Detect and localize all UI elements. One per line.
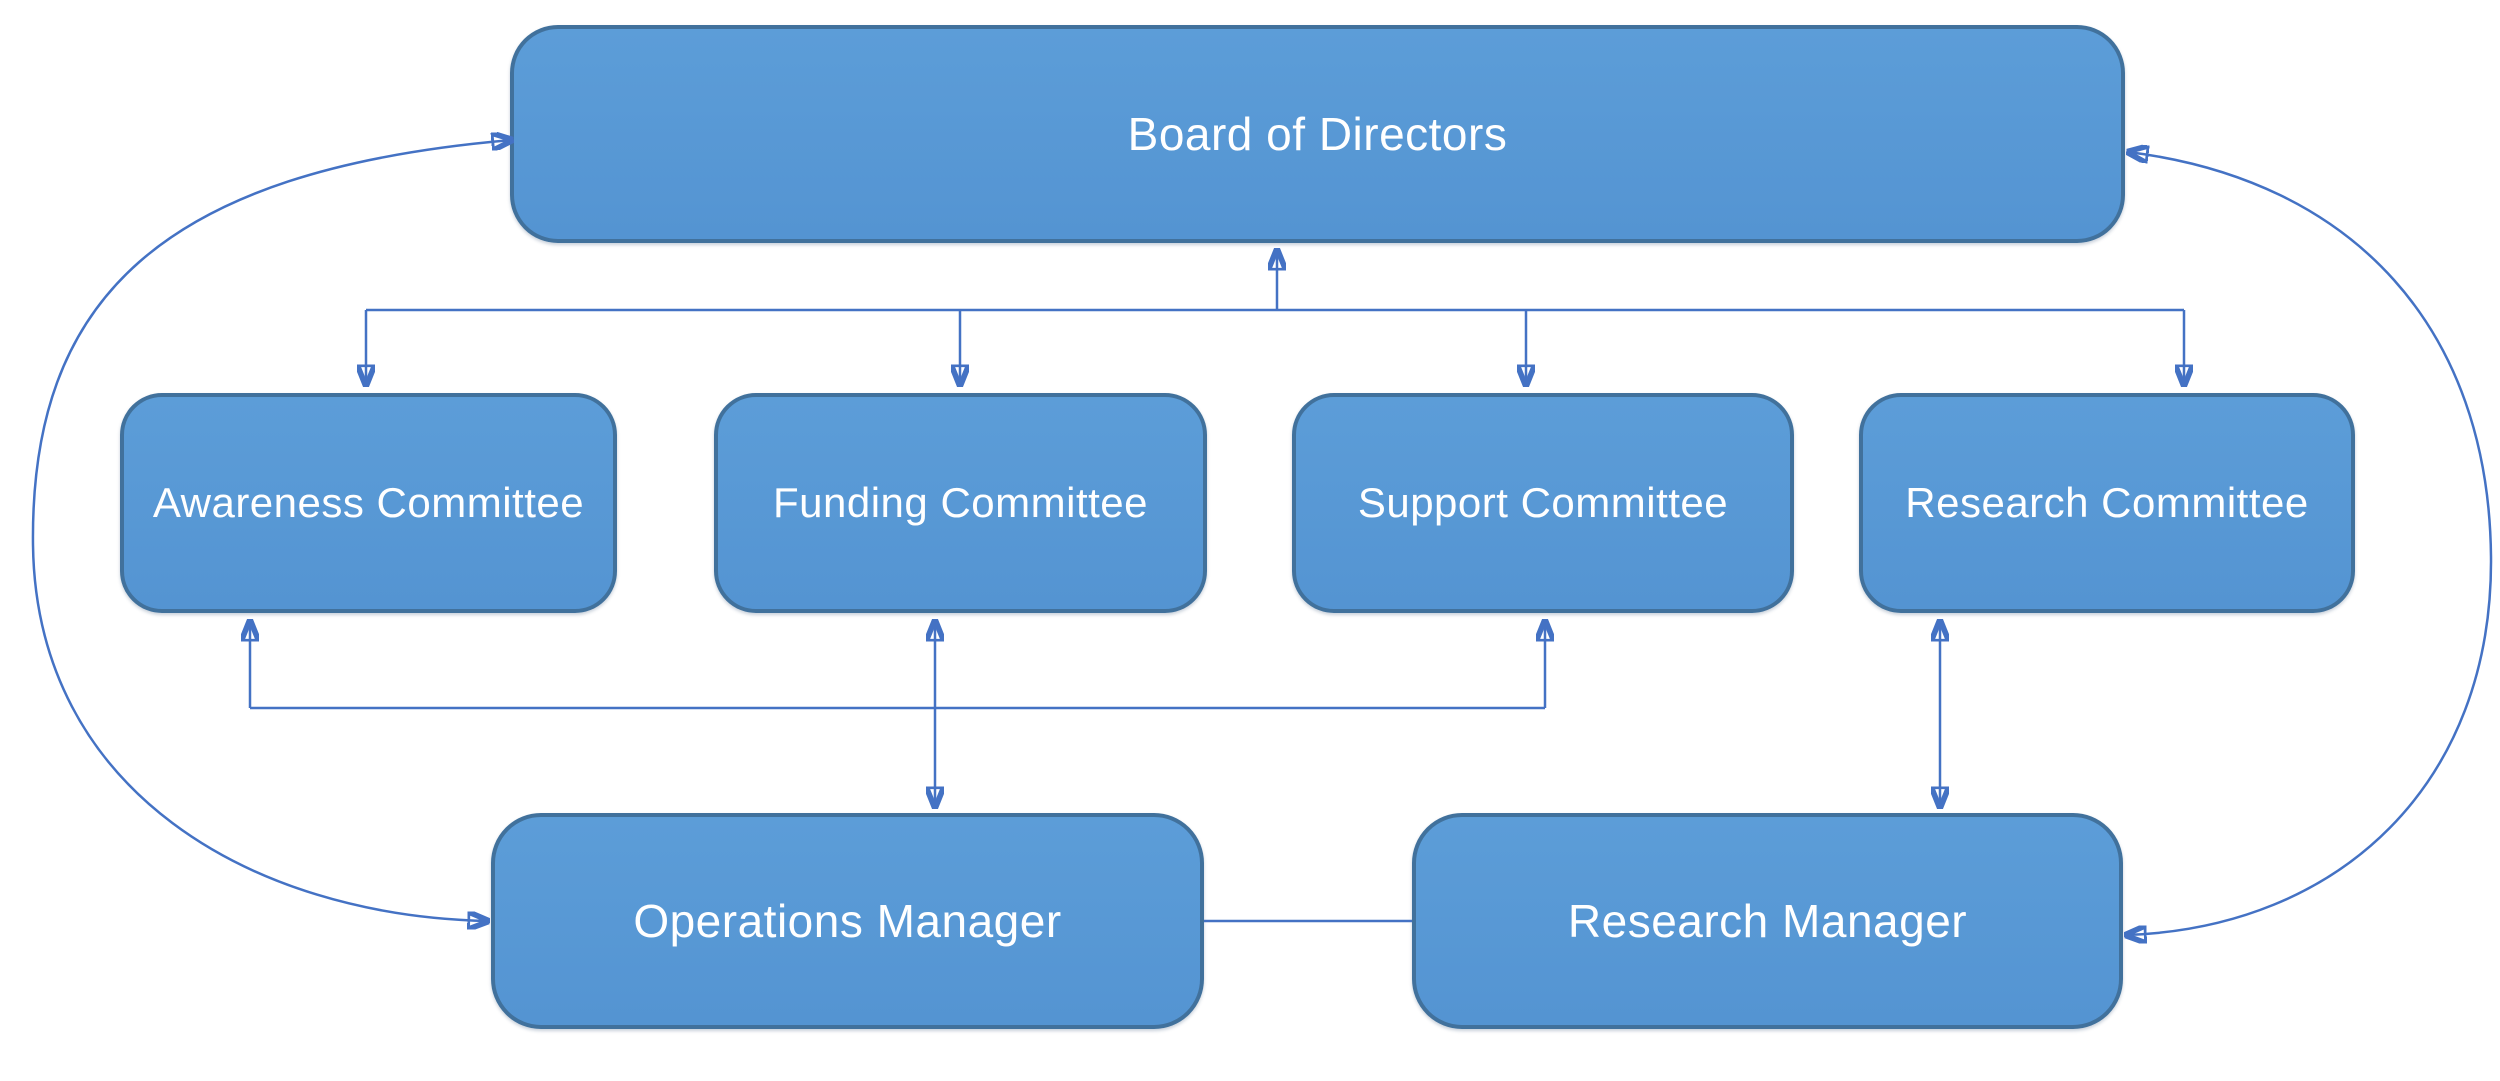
node-funding-committee: Funding Committee bbox=[714, 393, 1207, 613]
node-label: Operations Manager bbox=[633, 894, 1062, 947]
node-operations-manager: Operations Manager bbox=[491, 813, 1204, 1029]
node-label: Research Committee bbox=[1905, 478, 2309, 526]
node-label: Research Manager bbox=[1567, 894, 1968, 947]
node-board-of-directors: Board of Directors bbox=[510, 25, 2125, 243]
node-awareness-committee: Awareness Committee bbox=[120, 393, 617, 613]
node-label: Board of Directors bbox=[1127, 107, 1508, 160]
node-label: Support Committee bbox=[1357, 478, 1729, 526]
node-research-committee: Research Committee bbox=[1859, 393, 2355, 613]
node-label: Funding Committee bbox=[773, 478, 1148, 526]
node-support-committee: Support Committee bbox=[1292, 393, 1794, 613]
node-label: Awareness Committee bbox=[152, 478, 585, 526]
node-research-manager: Research Manager bbox=[1412, 813, 2123, 1029]
